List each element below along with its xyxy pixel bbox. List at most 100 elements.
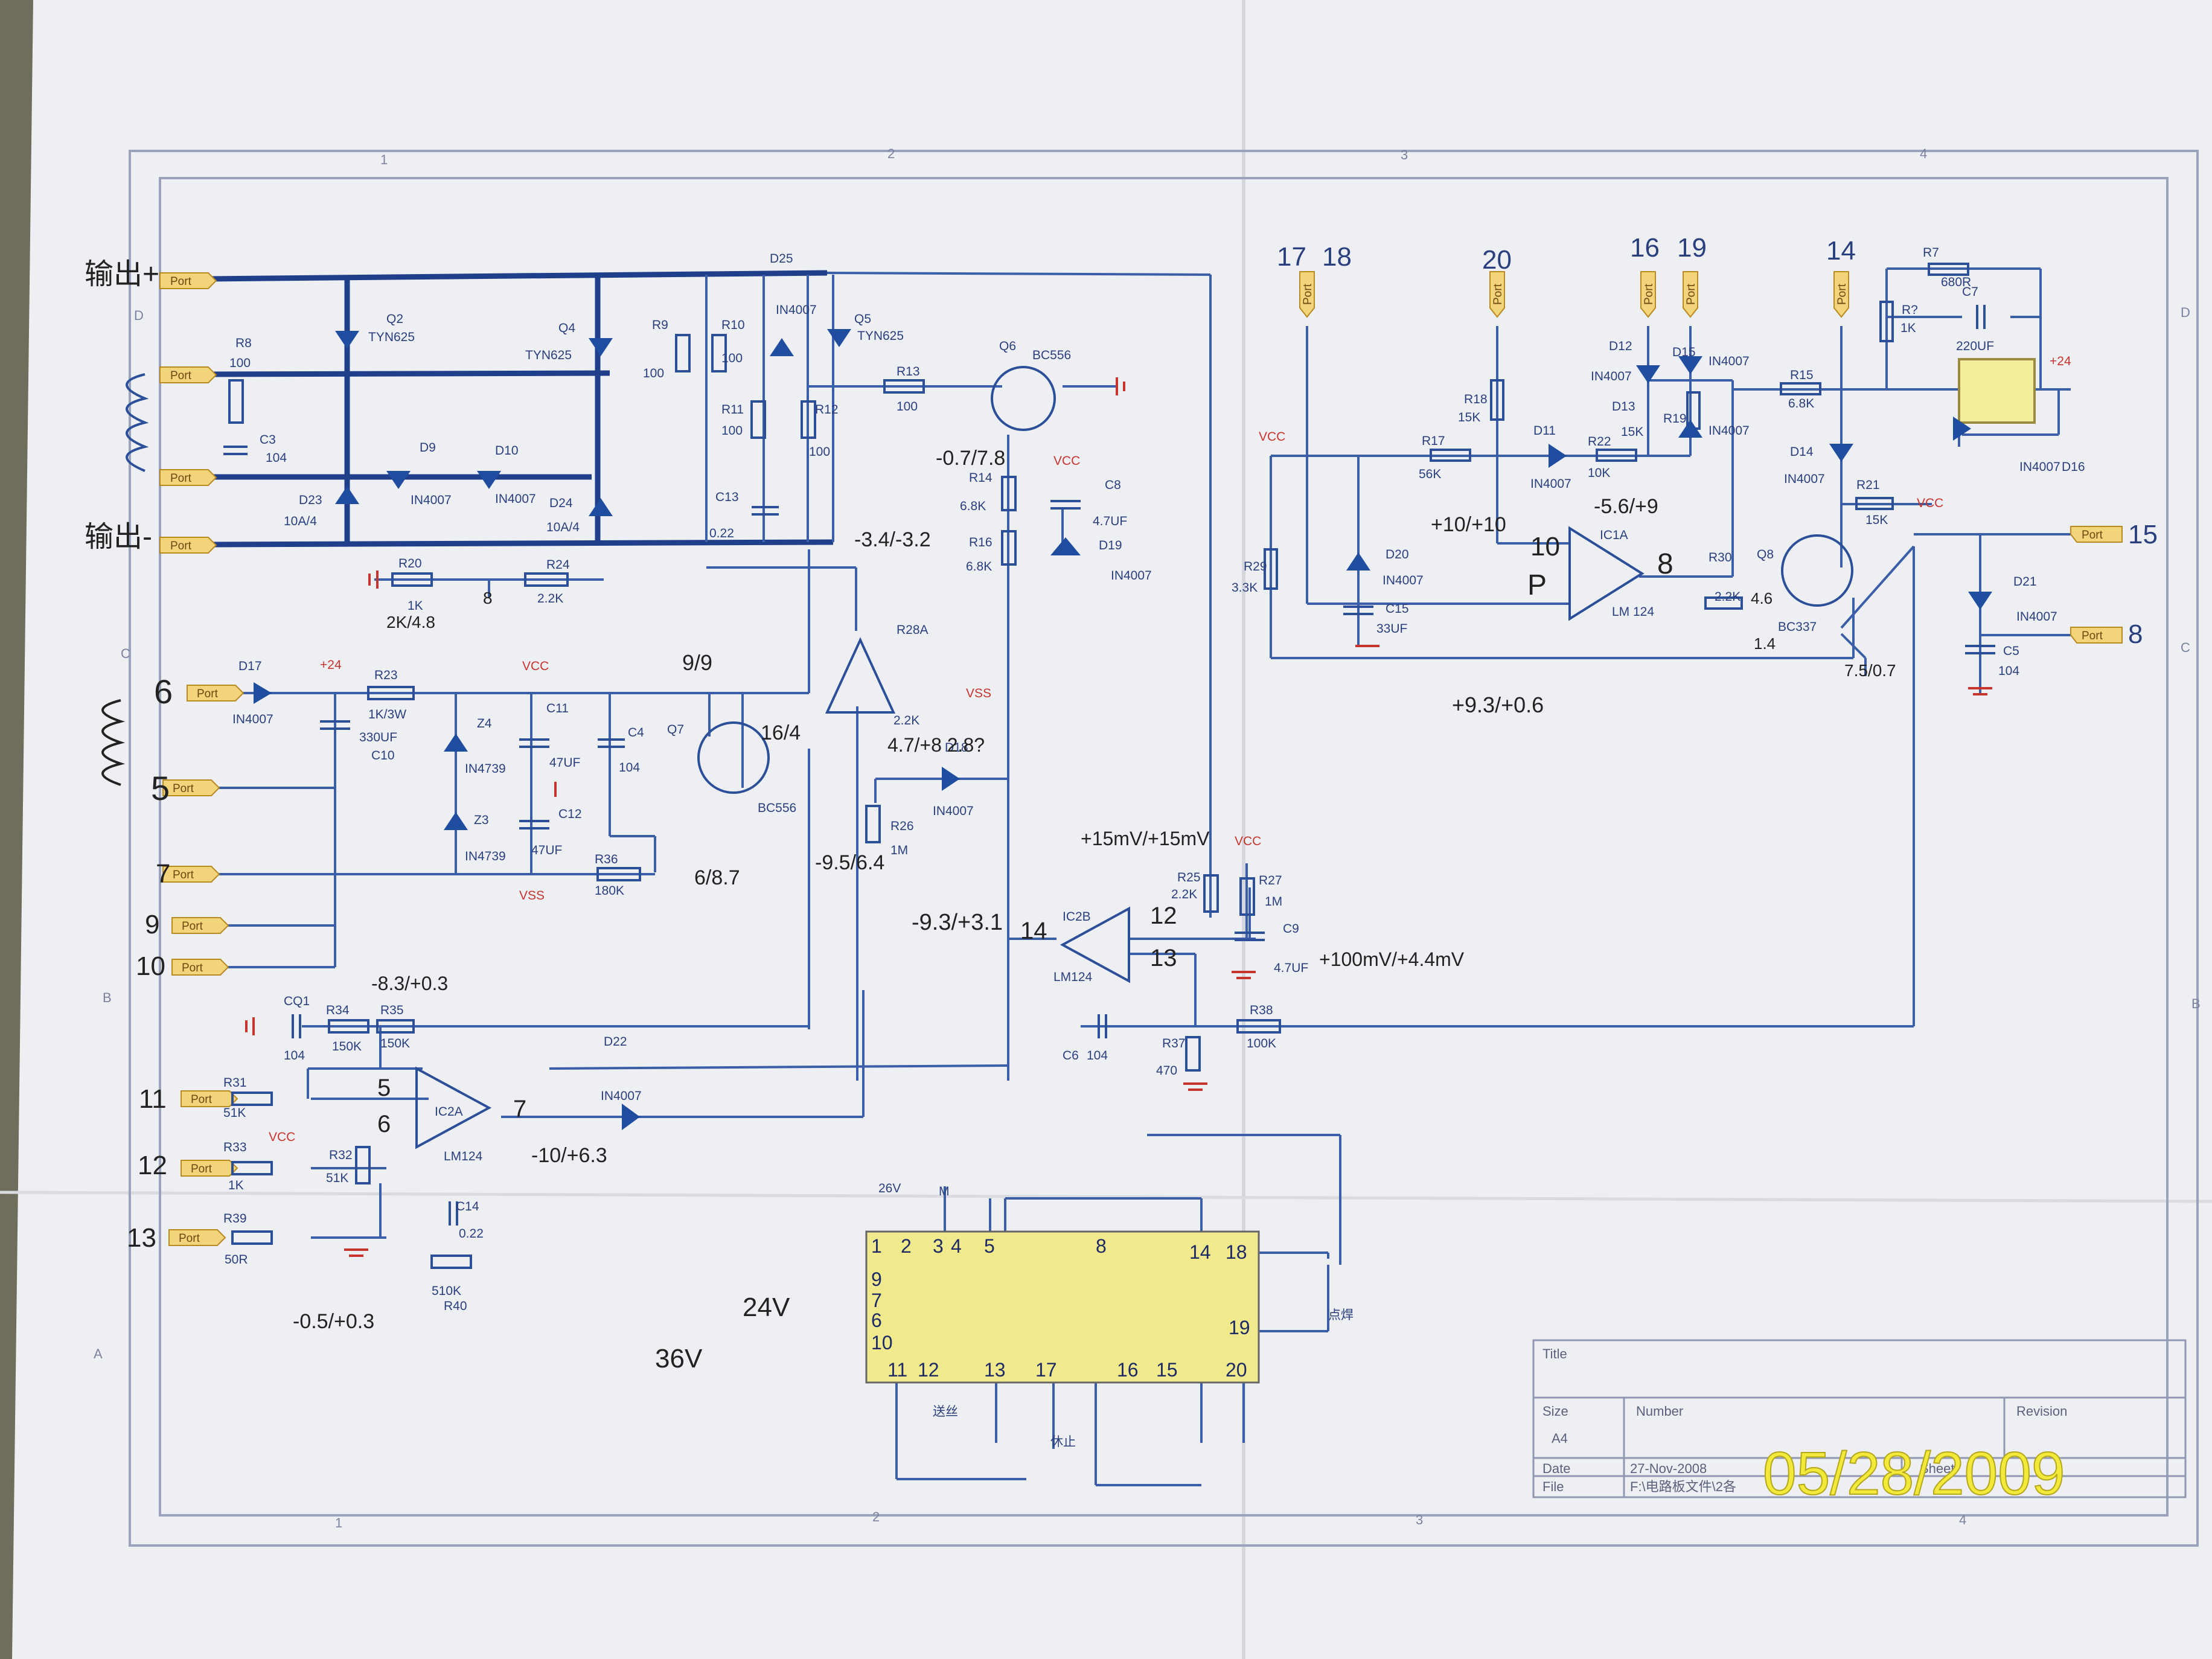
port-10[interactable]: Port — [171, 959, 229, 976]
svg-text:Title: Title — [1542, 1346, 1567, 1361]
chip-pin-numbers: 1 2 3 4 5 8 14 18 9 7 6 10 11 12 13 17 1… — [871, 1235, 1250, 1381]
note-r17: +10/+10 — [1431, 513, 1506, 536]
port-11[interactable]: Port — [181, 1090, 238, 1107]
port-coil-top[interactable]: Port — [159, 366, 217, 383]
port-7[interactable]: Port — [162, 866, 220, 883]
svg-text:D23: D23 — [299, 493, 322, 507]
label-24v: 24V — [743, 1293, 790, 1322]
svg-text:IN4007: IN4007 — [1784, 472, 1825, 486]
pin-20: 20 — [1482, 245, 1512, 275]
svg-text:C14: C14 — [456, 1200, 479, 1213]
port-17-18[interactable]: Port — [1299, 271, 1315, 318]
svg-text:56K: 56K — [1419, 467, 1441, 481]
svg-text:100: 100 — [721, 424, 743, 438]
svg-text:IN4007: IN4007 — [1709, 424, 1750, 438]
svg-text:TYN625: TYN625 — [857, 329, 904, 343]
port-6[interactable]: Port — [187, 685, 245, 702]
svg-text:2.2K: 2.2K — [1715, 590, 1741, 604]
port-16[interactable]: Port — [1640, 271, 1656, 318]
note-pin13: 13 — [1150, 945, 1177, 971]
svg-text:14: 14 — [1189, 1241, 1211, 1263]
svg-text:C8: C8 — [1105, 478, 1121, 492]
svg-text:TYN625: TYN625 — [368, 330, 415, 344]
svg-text:2.2K: 2.2K — [893, 714, 919, 727]
svg-text:D19: D19 — [1099, 539, 1122, 552]
grid-right-D: D — [2181, 305, 2190, 320]
svg-text:R29: R29 — [1244, 560, 1267, 574]
port-19[interactable]: Port — [1683, 271, 1698, 318]
note-r28a: -3.4/-3.2 — [854, 528, 931, 551]
note-pin12: 12 — [1150, 903, 1177, 929]
svg-text:15K: 15K — [1865, 513, 1888, 527]
svg-text:M: M — [939, 1184, 950, 1198]
note-q8-out: 7.5/0.7 — [1844, 661, 1896, 680]
svg-text:16: 16 — [1117, 1359, 1139, 1381]
svg-text:D25: D25 — [770, 252, 793, 266]
note-out-minus: 输出- — [85, 521, 152, 553]
svg-text:100K: 100K — [1247, 1037, 1276, 1050]
diode-D17 — [254, 682, 272, 704]
resistor-R15 — [1780, 382, 1821, 395]
svg-text:100: 100 — [229, 356, 251, 370]
port-5[interactable]: Port — [162, 779, 220, 796]
svg-text:D16: D16 — [2062, 460, 2085, 474]
note-15mv: +15mV/+15mV — [1081, 828, 1210, 849]
diode-D21 — [1968, 592, 1992, 610]
port-13[interactable]: Port — [168, 1229, 226, 1246]
note-ic2a-out: -10/+6.3 — [531, 1144, 607, 1167]
port-12[interactable]: Port — [181, 1160, 238, 1177]
svg-text:Q7: Q7 — [667, 723, 684, 737]
grid-bottom-2: 2 — [872, 1509, 880, 1524]
resistor-R39 — [231, 1230, 273, 1245]
note-r29: +9.3/+0.6 — [1452, 692, 1544, 717]
resistor-R9 — [675, 334, 691, 372]
svg-text:D20: D20 — [1386, 548, 1409, 561]
cap-C3 — [223, 446, 248, 455]
svg-text:R38: R38 — [1250, 1003, 1273, 1017]
note-pin6: 6 — [377, 1111, 391, 1137]
pin-16: 16 — [1630, 233, 1660, 263]
svg-text:330UF: 330UF — [359, 730, 397, 744]
resistor-R21 — [1855, 497, 1894, 510]
grid-left-D: D — [134, 308, 144, 323]
diodes — [254, 329, 1992, 1130]
note-pin5: 5 — [377, 1075, 391, 1101]
resistor-R24 — [524, 572, 569, 587]
pin-19: 19 — [1677, 233, 1707, 263]
port-9[interactable]: Port — [171, 917, 229, 934]
port-out-minus[interactable]: Port — [159, 537, 217, 554]
svg-text:R?: R? — [1902, 303, 1918, 317]
svg-text:Revision: Revision — [2016, 1404, 2067, 1419]
port-coil-bottom[interactable]: Port — [159, 469, 217, 486]
svg-text:1K: 1K — [228, 1178, 244, 1192]
svg-text:Q6: Q6 — [999, 339, 1016, 353]
svg-text:2K/4.8: 2K/4.8 — [386, 613, 435, 631]
svg-text:26V: 26V — [878, 1181, 901, 1195]
svg-text:IN4007: IN4007 — [1111, 569, 1152, 583]
svg-text:IN4007: IN4007 — [495, 492, 536, 506]
port-20[interactable]: Port — [1489, 271, 1505, 318]
grid-top-4: 4 — [1920, 146, 1927, 161]
diode-D14 — [1829, 444, 1853, 462]
port-15[interactable]: Port — [2070, 526, 2123, 543]
svg-text:C6: C6 — [1063, 1049, 1079, 1063]
resistor-R33 — [231, 1161, 273, 1175]
pin-17: 17 — [1277, 242, 1306, 272]
svg-text:100: 100 — [897, 400, 918, 414]
pin-6: 6 — [154, 673, 173, 711]
svg-text:VSS: VSS — [966, 686, 991, 700]
svg-text:LM124: LM124 — [1053, 970, 1093, 984]
svg-text:Size: Size — [1542, 1404, 1568, 1419]
cap-C9 — [1235, 932, 1265, 941]
resistor-R10 — [711, 334, 727, 372]
svg-text:Q4: Q4 — [558, 321, 575, 335]
coil-upper — [126, 373, 149, 472]
resistor-R36 — [596, 867, 641, 881]
port-14[interactable]: Port — [1833, 271, 1849, 318]
svg-text:470: 470 — [1156, 1064, 1177, 1078]
resistor-R23 — [367, 686, 415, 700]
svg-text:Port: Port — [182, 920, 203, 933]
svg-text:VCC: VCC — [1917, 496, 1943, 510]
port-8[interactable]: Port — [2070, 627, 2123, 644]
port-out-plus[interactable]: Port — [159, 272, 217, 289]
